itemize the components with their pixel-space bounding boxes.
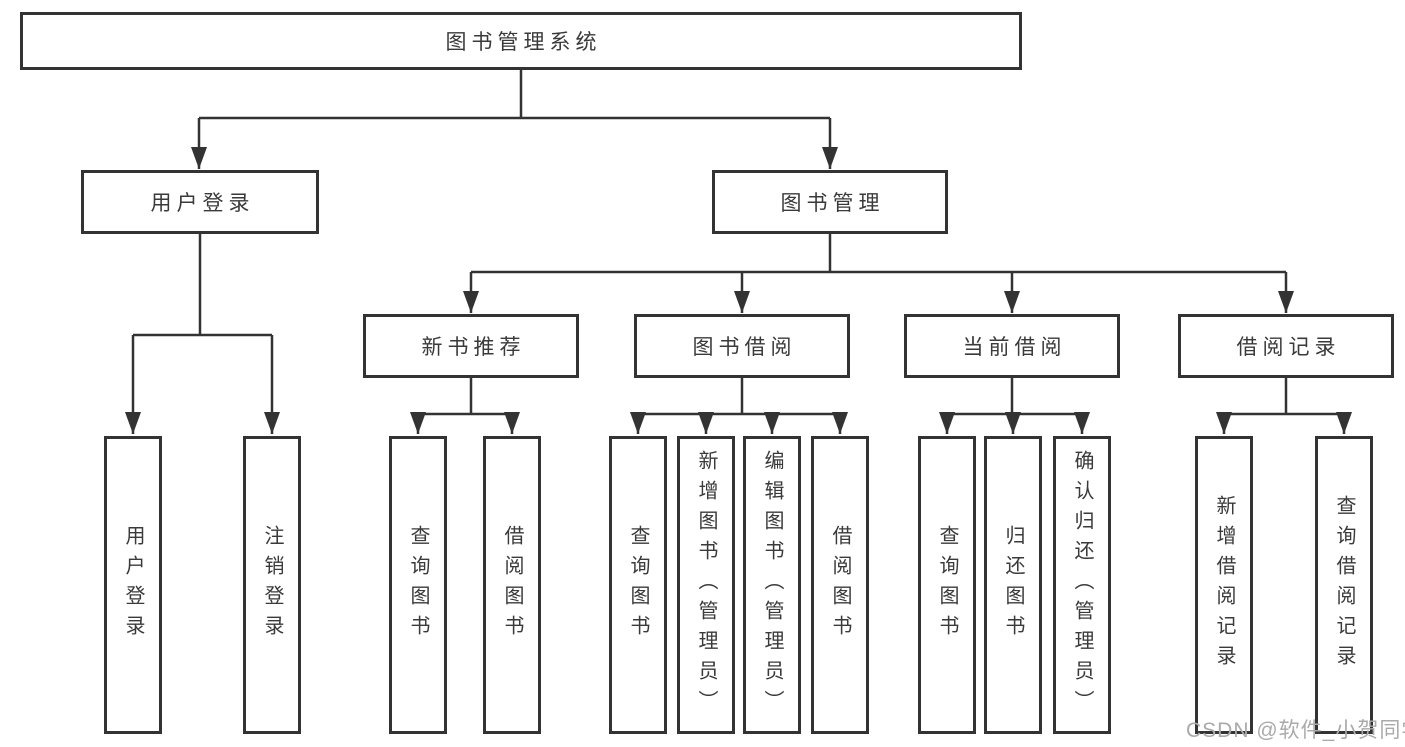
node-leaf-borrow-books-recommend-label: 借阅图书: [501, 525, 523, 645]
node-book-management-label: 图书管理: [780, 192, 885, 215]
node-current-borrow-label: 当前借阅: [962, 336, 1067, 359]
node-leaf-query-borrow-record: 查询借阅记录: [1315, 436, 1373, 734]
node-leaf-add-borrow-record: 新增借阅记录: [1195, 436, 1253, 734]
node-new-book-recommend: 新书推荐: [363, 314, 579, 378]
node-leaf-query-borrow-record-label: 查询借阅记录: [1333, 495, 1355, 675]
node-leaf-return-books: 归还图书: [984, 436, 1042, 734]
node-new-book-recommend-label: 新书推荐: [421, 336, 526, 359]
node-borrow-records-label: 借阅记录: [1236, 336, 1341, 359]
node-leaf-add-book-admin-label: 新增图书（管理员）: [695, 450, 717, 720]
node-leaf-query-books-current-label: 查询图书: [936, 525, 958, 645]
node-leaf-query-books-recommend-label: 查询图书: [407, 525, 429, 645]
node-root-label: 图书管理系统: [445, 31, 602, 54]
node-leaf-borrow-books-label: 借阅图书: [829, 525, 851, 645]
node-root: 图书管理系统: [20, 12, 1022, 70]
node-leaf-edit-book-admin-label: 编辑图书（管理员）: [761, 450, 783, 720]
node-leaf-edit-book-admin: 编辑图书（管理员）: [743, 436, 801, 734]
node-leaf-confirm-return-admin: 确认归还（管理员）: [1053, 436, 1111, 734]
node-leaf-add-book-admin: 新增图书（管理员）: [677, 436, 735, 734]
node-user-login-label: 用户登录: [150, 192, 255, 215]
node-book-borrow-label: 图书借阅: [692, 336, 797, 359]
node-leaf-add-borrow-record-label: 新增借阅记录: [1213, 495, 1235, 675]
node-book-management: 图书管理: [712, 170, 948, 234]
node-current-borrow: 当前借阅: [904, 314, 1120, 378]
node-leaf-query-books-current: 查询图书: [918, 436, 976, 734]
node-leaf-user-login-label: 用户登录: [122, 525, 144, 645]
node-leaf-return-books-label: 归还图书: [1002, 525, 1024, 645]
node-borrow-records: 借阅记录: [1178, 314, 1394, 378]
node-leaf-query-books-borrow-label: 查询图书: [627, 525, 649, 645]
node-leaf-logout: 注销登录: [243, 436, 301, 734]
node-book-borrow: 图书借阅: [634, 314, 850, 378]
node-leaf-query-books-borrow: 查询图书: [609, 436, 667, 734]
node-leaf-query-books-recommend: 查询图书: [389, 436, 447, 734]
node-leaf-confirm-return-admin-label: 确认归还（管理员）: [1071, 450, 1093, 720]
node-leaf-borrow-books: 借阅图书: [811, 436, 869, 734]
node-leaf-logout-label: 注销登录: [261, 525, 283, 645]
node-leaf-user-login: 用户登录: [104, 436, 162, 734]
node-user-login: 用户登录: [81, 170, 319, 234]
csdn-watermark: CSDN @软件_小贺同学: [1186, 719, 1405, 742]
node-leaf-borrow-books-recommend: 借阅图书: [483, 436, 541, 734]
